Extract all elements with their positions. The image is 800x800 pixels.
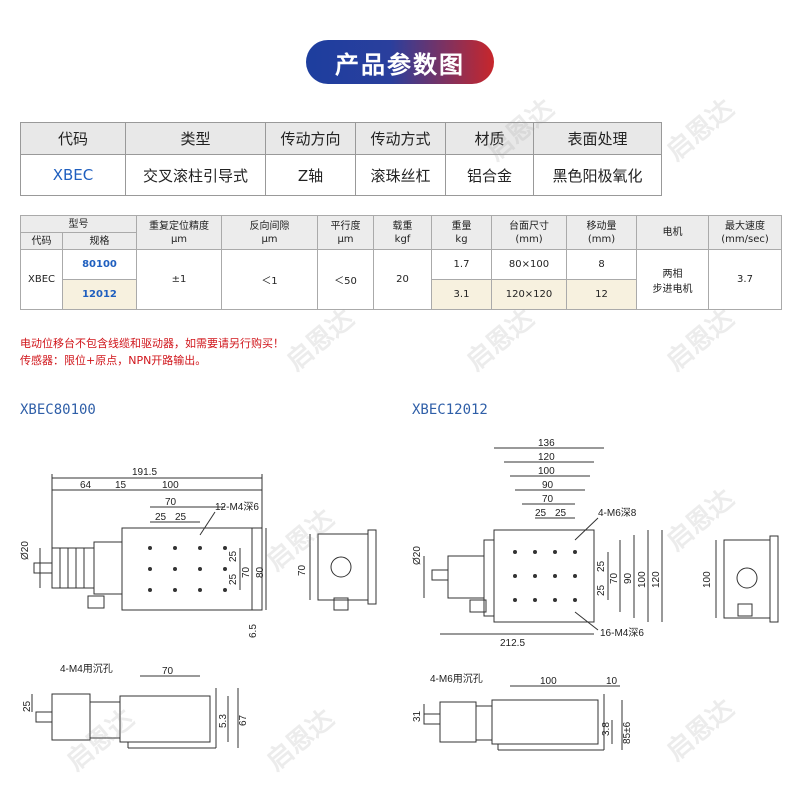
left-motor-body: [51, 547, 95, 589]
right-motor-body: [447, 555, 485, 599]
dim-left-bothole: 4-M4用沉孔: [60, 662, 113, 675]
cell-direction: Z轴: [265, 154, 356, 196]
dim-right-b1: 31: [412, 710, 423, 722]
dim-right-w7: 25: [555, 508, 567, 519]
dim-right-bothole: 4-M6用沉孔: [430, 672, 483, 685]
dim-right-w1: 136: [538, 438, 555, 449]
dim-right-v2: 25: [596, 584, 607, 596]
dim-right-v3: 70: [609, 572, 620, 584]
dim-right-v6: 120: [651, 571, 662, 588]
left-motor-side: [51, 693, 91, 741]
dim-left-6: 25: [155, 512, 167, 523]
dim-left-v3: 70: [241, 566, 252, 578]
cell-parallel: ＜50: [317, 249, 374, 310]
dim-right-dia: Ø20: [412, 546, 423, 565]
cell-speed: 3.7: [708, 249, 782, 310]
dim-right-botw: 100: [540, 676, 557, 687]
header-travel: 移动量(mm): [566, 215, 637, 250]
dim-left-v4: 80: [255, 566, 266, 578]
dim-left-v5: 6.5: [248, 624, 259, 638]
dim-left-dia: Ø20: [20, 541, 31, 560]
header-table-size: 台面尺寸(mm): [491, 215, 567, 250]
cell-code: XBEC: [20, 154, 126, 196]
dim-left-v2: 25: [228, 573, 239, 585]
dim-left-side: 70: [297, 564, 308, 576]
dim-right-botw2: 10: [606, 676, 618, 687]
header-model: 型号: [20, 215, 137, 233]
dim-left-b3: 67: [238, 714, 249, 726]
dim-left-3: 15: [115, 480, 127, 491]
dim-left-b2: 5.3: [218, 714, 229, 728]
dim-left-v1: 25: [228, 550, 239, 562]
cell-drive: 滚珠丝杠: [355, 154, 446, 196]
right-stage-top: [493, 529, 595, 623]
dim-right-v4: 90: [623, 572, 634, 584]
section-title-banner: 产品参数图: [306, 40, 494, 84]
dim-right-v5: 100: [637, 571, 648, 588]
cell-backlash: ＜1: [221, 249, 318, 310]
dim-right-w3: 100: [538, 466, 555, 477]
cell-travel-2: 12: [566, 279, 637, 310]
dim-left-5: 70: [165, 497, 177, 508]
right-motor-side: [439, 701, 477, 743]
cell-weight-1: 1.7: [431, 249, 492, 280]
left-knob: [33, 562, 53, 574]
header-drive: 传动方式: [355, 121, 446, 156]
dim-right-side: 100: [702, 571, 713, 588]
drawing-title-left: XBEC80100: [20, 402, 96, 418]
dim-right-hole2: 16-M4深6: [600, 627, 644, 639]
dim-right-v1: 25: [596, 560, 607, 572]
type-table: 代码 类型 传动方向 传动方式 材质 表面处理 XBEC 交叉滚柱引导式 Z轴 …: [20, 121, 662, 196]
dim-left-7: 25: [175, 512, 187, 523]
dim-right-b2: 3.8: [601, 722, 612, 736]
right-side-view: [723, 539, 771, 619]
drawing-title-right: XBEC12012: [412, 402, 488, 418]
banner-title: 产品参数图: [335, 50, 465, 79]
dim-left-1: 191.5: [132, 467, 157, 478]
dim-right-w2: 120: [538, 452, 555, 463]
cell-accuracy: ±1: [136, 249, 222, 310]
dim-right-w4: 90: [542, 480, 554, 491]
cell-weight-2: 3.1: [431, 279, 492, 310]
cell-load: 20: [373, 249, 432, 310]
dim-left-4: 100: [162, 480, 179, 491]
cell-motor: 两相步进电机: [636, 249, 709, 310]
dim-right-hole1: 4-M6深8: [598, 507, 637, 519]
dim-left-2: 64: [80, 480, 92, 491]
dim-left-b1: 25: [22, 700, 33, 712]
header-motor: 电机: [636, 215, 709, 250]
cell-spec-1: 80100: [62, 249, 137, 280]
cell-surface: 黑色阳极氧化: [533, 154, 662, 196]
header-material: 材质: [445, 121, 534, 156]
header-code: 代码: [20, 121, 126, 156]
left-stage-top: [121, 527, 263, 611]
header-direction: 传动方向: [265, 121, 356, 156]
note-sensor: 传感器：限位+原点，NPN开路输出。: [20, 354, 207, 367]
dim-right-w6: 25: [535, 508, 547, 519]
dim-right-w8: 212.5: [500, 638, 525, 649]
header-type: 类型: [125, 121, 266, 156]
dim-left-hole: 12-M4深6: [215, 501, 259, 513]
dim-left-botw: 70: [162, 666, 174, 677]
dim-right-b3: 85±6: [622, 721, 633, 744]
cell-material: 铝合金: [445, 154, 534, 196]
header-surface: 表面处理: [533, 121, 662, 156]
cell-table-1: 80×100: [491, 249, 567, 280]
dim-right-w5: 70: [542, 494, 554, 505]
cell-type: 交叉滚柱引导式: [125, 154, 266, 196]
cell-spec-2: 12012: [62, 279, 137, 310]
header-sub-code: 代码: [20, 232, 63, 250]
left-side-view: [317, 533, 369, 601]
note-cables: 电动位移台不包含线缆和驱动器，如需要请另行购买！: [20, 337, 284, 350]
